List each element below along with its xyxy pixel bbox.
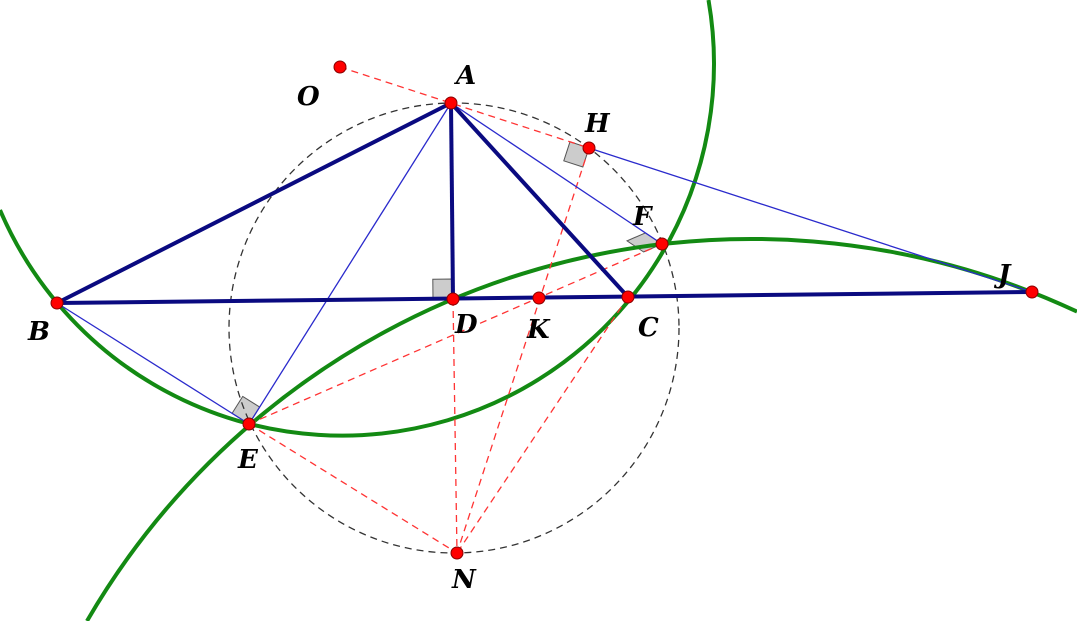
segment-AB: [56, 101, 452, 305]
green-circle-EDFJ: [85, 236, 1077, 621]
point-O: [333, 60, 347, 74]
segment-EN: [248, 423, 458, 554]
label-D: D: [454, 310, 478, 340]
label-A: A: [453, 61, 476, 91]
segment-AC: [449, 101, 630, 299]
point-J: [1025, 285, 1039, 299]
label-J: J: [993, 260, 1012, 290]
label-N: N: [451, 565, 477, 595]
label-F: F: [632, 202, 653, 232]
label-K: K: [526, 315, 551, 345]
segment-AE: [248, 102, 452, 425]
segment-OH: [339, 66, 590, 149]
label-O: O: [297, 82, 320, 112]
point-E: [242, 417, 256, 431]
segment-AF: [450, 102, 663, 245]
point-N: [450, 546, 464, 560]
label-H: H: [584, 109, 611, 139]
point-D: [446, 292, 460, 306]
point-A: [444, 96, 458, 110]
label-C: C: [638, 313, 659, 343]
point-B: [50, 296, 64, 310]
label-E: E: [237, 445, 259, 475]
segment-HN: [456, 147, 590, 554]
segment-AD: [449, 102, 455, 300]
point-F: [655, 237, 669, 251]
point-H: [582, 141, 596, 155]
green-circle-BEC: [0, 0, 716, 438]
label-B: B: [27, 317, 50, 347]
point-C: [621, 290, 635, 304]
segment-BE: [56, 302, 250, 425]
segment-EF: [248, 243, 663, 425]
segment-HJ: [588, 147, 1033, 293]
segment-CN: [456, 296, 629, 554]
segment-DN: [452, 298, 458, 554]
point-K: [532, 291, 546, 305]
